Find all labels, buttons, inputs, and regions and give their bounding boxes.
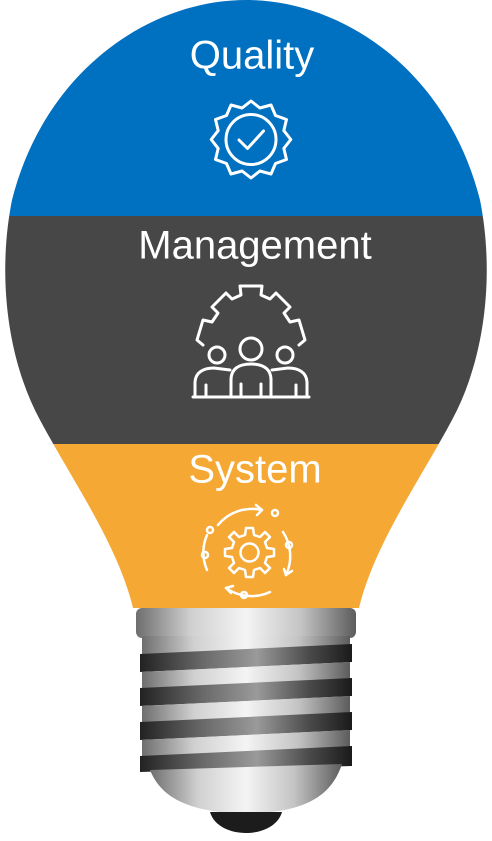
segment-label-management: Management <box>138 224 371 268</box>
segment-label-system: System <box>188 448 321 492</box>
team-gear-icon <box>191 284 311 399</box>
segment-label-quality: Quality <box>190 34 315 78</box>
badge-check-icon <box>209 99 293 180</box>
segment-quality <box>5 0 487 216</box>
bulb-base <box>136 608 356 833</box>
gear-cycle-icon <box>200 503 294 600</box>
segment-management <box>5 216 487 444</box>
